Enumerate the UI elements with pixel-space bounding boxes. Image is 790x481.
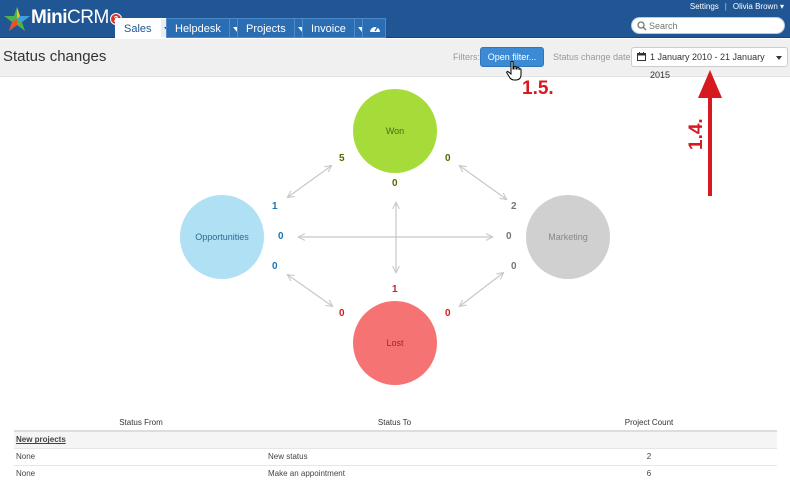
page-subheader: Status changes Filters: Open filter... S…	[0, 39, 790, 80]
count-lost-to-won: 1	[392, 284, 398, 295]
page-title: Status changes	[3, 48, 107, 65]
tab-projects-label[interactable]: Projects	[237, 18, 294, 38]
node-lost-label: Lost	[386, 338, 404, 348]
count-opportunities-to-marketing: 0	[278, 231, 284, 242]
top-navbar: MiniCRM 3 Sales Helpdesk Projects Invoic…	[0, 0, 790, 38]
status-change-table: Status From Status To Project Count New …	[14, 414, 777, 481]
count-won-to-marketing: 0	[445, 153, 451, 164]
cell-status-to: Make an appointment	[268, 465, 521, 481]
arrow-opportunities-lost	[288, 275, 332, 306]
count-lost-left: 0	[339, 308, 345, 319]
status-date-label: Status change date:	[553, 52, 634, 62]
count-marketing-bottom: 0	[511, 261, 517, 272]
node-won-label: Won	[385, 126, 405, 136]
search-input[interactable]	[649, 19, 779, 32]
diagram-arrows	[0, 78, 790, 398]
count-opportunities-bottom: 0	[272, 261, 278, 272]
node-opportunities[interactable]: Opportunities	[180, 195, 264, 279]
node-lost[interactable]: Lost	[353, 301, 437, 385]
cell-project-count: 2	[521, 448, 777, 466]
count-marketing-top: 2	[511, 201, 517, 212]
date-range-picker[interactable]: 1 January 2010 - 21 January 2015	[631, 47, 788, 80]
hand-cursor-icon	[506, 61, 522, 81]
cell-status-from: None	[14, 465, 268, 481]
cell-status-to: New status	[268, 448, 521, 466]
col-project-count[interactable]: Project Count	[521, 414, 777, 432]
table-header-row: Status From Status To Project Count	[14, 414, 777, 432]
cell-status-from: None	[14, 448, 268, 466]
count-lost-right: 0	[445, 308, 451, 319]
arrow-won-marketing	[460, 166, 506, 199]
arrow-lost-marketing	[460, 273, 503, 306]
cell-project-count: 6	[521, 465, 777, 481]
table-group-row: New projects	[14, 431, 777, 449]
filters-label: Filters:	[453, 52, 480, 62]
col-status-to[interactable]: Status To	[268, 414, 521, 432]
tab-sales[interactable]: Sales	[115, 18, 174, 38]
arrow-opportunities-won	[288, 166, 331, 197]
tab-helpdesk-label[interactable]: Helpdesk	[166, 18, 229, 38]
table-row[interactable]: None Make an appointment 6	[14, 465, 777, 481]
app-brand[interactable]: MiniCRM	[31, 7, 109, 28]
node-opportunities-label: Opportunities	[195, 232, 249, 242]
annotation-step-1-5: 1.5.	[522, 78, 554, 99]
dashboard-icon	[370, 26, 380, 32]
search-icon	[637, 21, 647, 31]
minicrm-logo-icon[interactable]	[3, 5, 31, 33]
table-row[interactable]: None New status 2	[14, 448, 777, 466]
status-change-diagram: Won Opportunities Marketing Lost 5 0 0 1…	[0, 78, 790, 398]
node-won[interactable]: Won	[353, 89, 437, 173]
count-marketing-to-opportunities: 0	[506, 231, 512, 242]
link-separator: |	[724, 2, 727, 11]
node-marketing-label: Marketing	[548, 232, 588, 242]
group-new-projects[interactable]: New projects	[14, 431, 777, 449]
count-opportunities-to-won: 5	[339, 153, 345, 164]
annotation-arrow-icon	[698, 70, 722, 196]
search-box[interactable]	[631, 17, 785, 34]
top-links: Settings | Olivia Brown ▾	[690, 2, 784, 11]
col-status-from[interactable]: Status From	[14, 414, 268, 432]
tab-helpdesk[interactable]: Helpdesk	[166, 18, 243, 38]
count-opportunities-top: 1	[272, 201, 278, 212]
tab-projects[interactable]: Projects	[237, 18, 308, 38]
date-range-value: 1 January 2010 - 21 January 2015	[650, 52, 765, 80]
tab-dashboard[interactable]	[362, 18, 386, 38]
tab-sales-label[interactable]: Sales	[115, 18, 160, 38]
tab-invoice-label[interactable]: Invoice	[302, 18, 354, 38]
settings-link[interactable]: Settings	[689, 2, 719, 11]
node-marketing[interactable]: Marketing	[526, 195, 610, 279]
count-won-to-lost: 0	[392, 178, 398, 189]
calendar-icon	[637, 52, 646, 61]
user-menu[interactable]: Olivia Brown ▾	[732, 2, 784, 11]
tab-invoice[interactable]: Invoice	[302, 18, 368, 38]
